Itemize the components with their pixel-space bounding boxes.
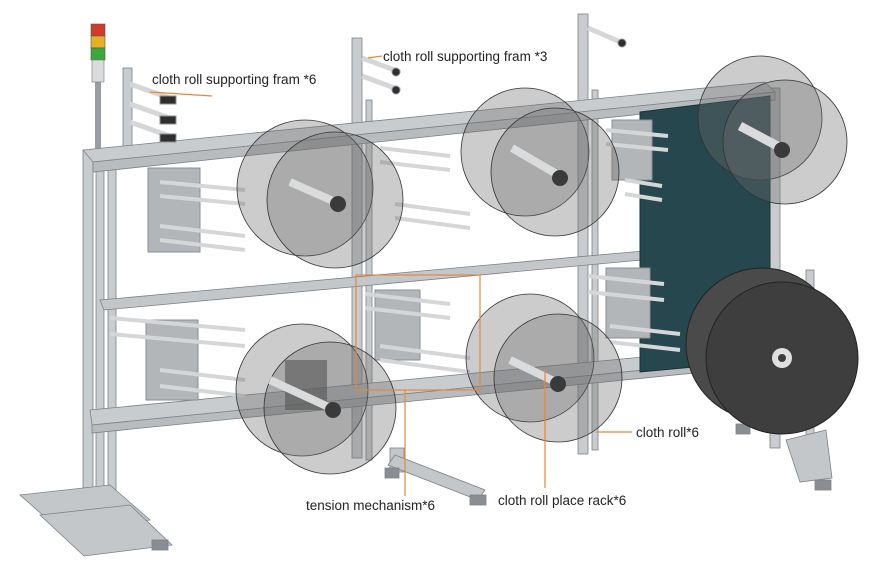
label-tension-mechanism: tension mechanism*6 xyxy=(306,498,435,513)
leader-lines xyxy=(149,55,632,496)
cloth-roll xyxy=(236,119,404,269)
label-place-rack: cloth roll place rack*6 xyxy=(498,493,626,508)
cloth-roll xyxy=(460,87,620,237)
supporting-frame-arms xyxy=(129,25,627,143)
stack-light xyxy=(90,23,106,152)
tension-mechanisms xyxy=(109,119,681,401)
tension-mechanism-highlight xyxy=(355,274,481,391)
cloth-roll xyxy=(697,55,848,205)
cloth-roll-solid xyxy=(685,267,859,435)
label-cloth-roll: cloth roll*6 xyxy=(636,425,699,440)
frame-feet xyxy=(19,423,833,557)
cloth-rolls xyxy=(235,55,859,475)
label-supporting-frame-3: cloth roll supporting fram *3 xyxy=(383,49,547,64)
label-supporting-frame-6: cloth roll supporting fram *6 xyxy=(152,72,316,87)
cloth-roll xyxy=(465,293,623,443)
cloth-roll xyxy=(235,323,397,475)
